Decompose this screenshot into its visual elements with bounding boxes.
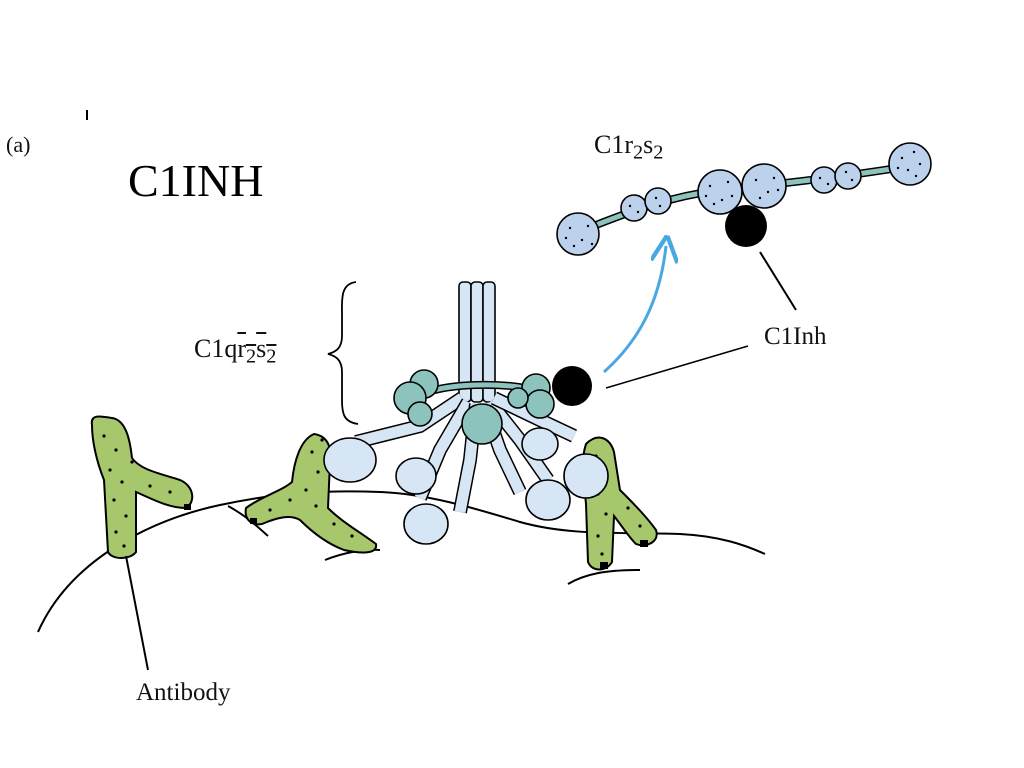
fragment-label: C1r2s2 [594, 130, 663, 163]
dissociation-arrow [603, 246, 666, 374]
tick-mark [86, 110, 88, 120]
complex-label-overlined: r2s2 [237, 334, 276, 367]
antibody-middle [244, 432, 378, 554]
fragment-inhibitor-pointer-line [759, 251, 797, 311]
complex-label: C1qr2s2 [194, 334, 276, 367]
antibody-left [90, 415, 194, 559]
fragment-label-r-count: 2 [633, 141, 644, 164]
c1-inhibitor-released [725, 205, 767, 247]
antibody-pointer-line [125, 555, 149, 671]
membrane-fold-3 [567, 569, 641, 585]
inhibitor-label: C1Inh [764, 323, 827, 350]
c1-inhibitor-bound [552, 366, 592, 406]
panel-label: (a) [6, 132, 31, 157]
c1r2s2-released [556, 142, 932, 256]
diagram-title: C1INH [128, 155, 264, 206]
complex-label-s: s [256, 334, 267, 363]
complex-label-r-count: 2 [246, 345, 257, 368]
fragment-label-s-count: 2 [653, 141, 664, 164]
antibody-label: Antibody [136, 679, 231, 706]
complex-brace [327, 281, 359, 425]
complex-label-main: C1q [194, 334, 238, 363]
c1r2s2-bound [393, 369, 555, 445]
cell-membrane [37, 490, 766, 633]
fragment-label-s: s [643, 130, 654, 159]
complex-label-s-count: 2 [266, 345, 277, 368]
complex-label-r: r [237, 334, 247, 363]
c1q-molecule [323, 281, 609, 545]
inhibitor-pointer-line [605, 345, 749, 389]
fragment-label-main: C1r [594, 130, 633, 159]
